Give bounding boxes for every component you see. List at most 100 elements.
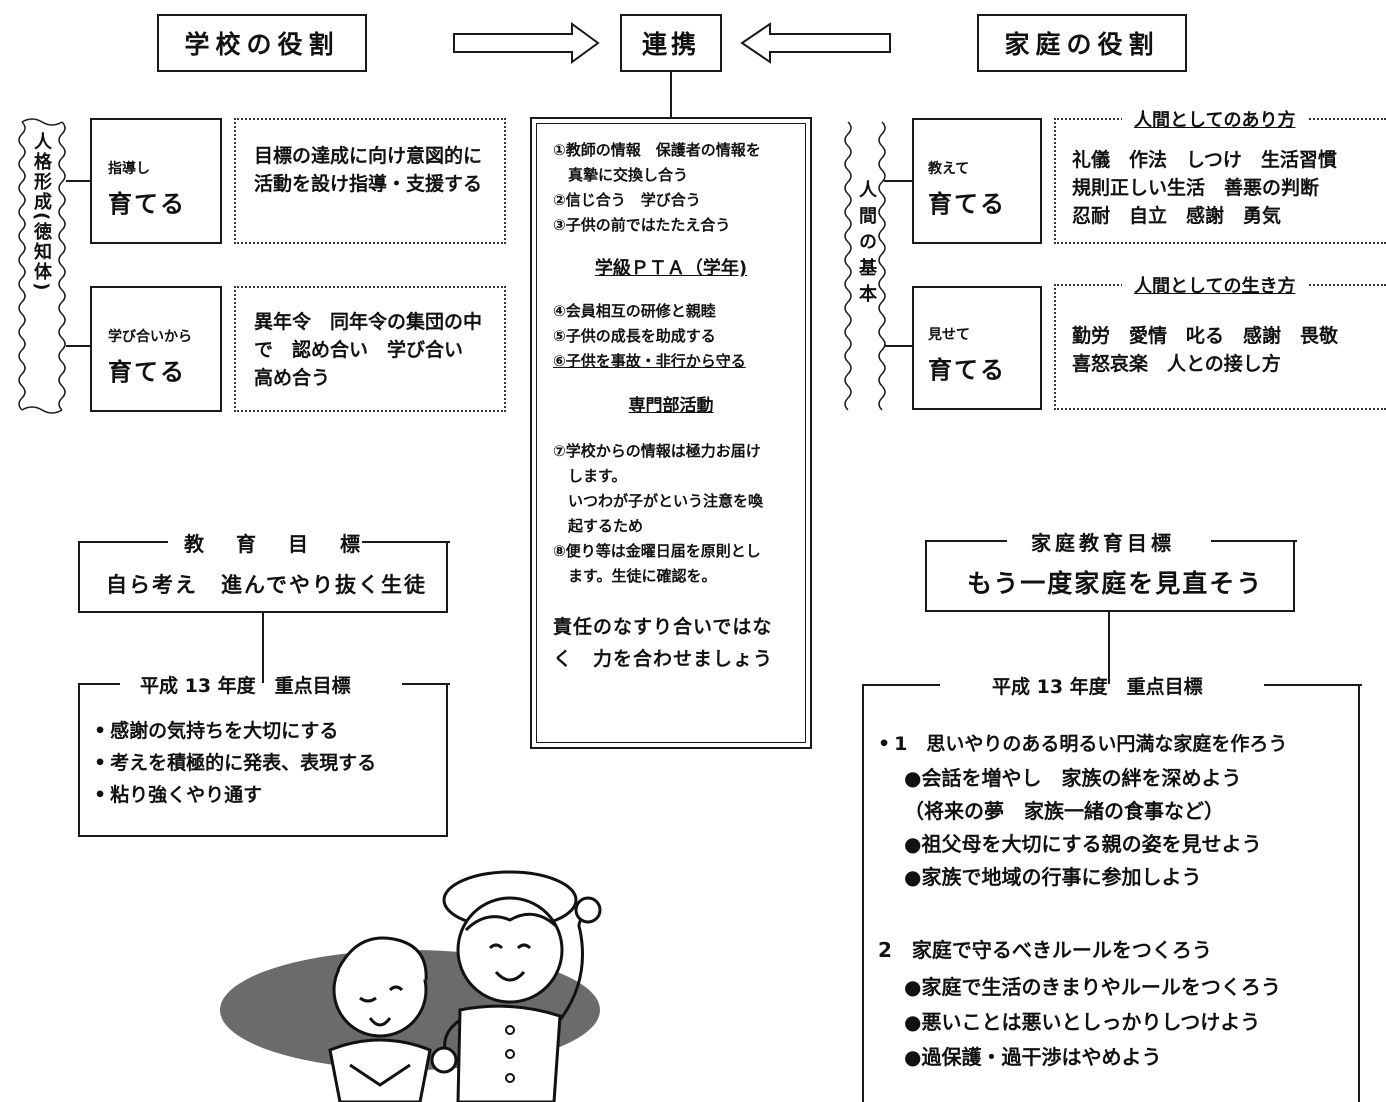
family-row2-line: 喜怒哀楽 人との接し方 [1072,353,1281,375]
wavy-bracket-right [844,121,886,411]
pta-heading: 学級ＰＴＡ（学年) [594,258,748,279]
border-segment [927,540,1007,542]
school-priority-item: 考えを積極的に発表、表現する [94,747,376,779]
family-row1-lines: 礼儀 作法 しつけ 生活習慣 規則正しい生活 善悪の判断 忍耐 自立 感謝 勇気 [1072,146,1337,230]
family-priority-items1: ●会話を増やし 家族の絆を深めよう （将来の夢 家族一緒の食事など） ●祖父母を… [904,762,1262,894]
center-outer-box [530,117,812,749]
family-row2-desc: 人間としての生き方 勤労 愛情 叱る 感謝 畏敬 喜怒哀楽 人との接し方 [1054,272,1386,410]
center-closing: 責任のなすり合いではな く 力を合わせましょう [553,611,799,675]
family-priority-items2: ●家庭で生活のきまりやルールをつくろう ●悪いことは悪いとしっかりしつけよう ●… [904,970,1281,1075]
family-priority-item: ●祖父母を大切にする親の姿を見せよう [904,832,1262,856]
right-arrow-icon [453,22,600,64]
family-row1-big: 育てる [928,190,1006,218]
family-role-box: 家庭の役割 [977,14,1187,72]
center-line: ⑥子供を事故・非行から守る [553,352,746,370]
center-line: ④会員相互の研修と親睦 [553,302,716,320]
school-priority-box: 平成 13 年度 重点目標 感謝の気持ちを大切にする 考えを積極的に発表、表現す… [78,675,450,837]
family-row2-small: 見せて [928,327,970,343]
family-row2-legend: 人間としての生き方 [1122,272,1308,298]
school-row1-big: 育てる [108,190,186,218]
family-priority-item: ●会話を増やし 家族の絆を深めよう [904,766,1242,790]
school-role-title: 学校の役割 [184,30,340,59]
family-row1-line: 礼儀 作法 しつけ 生活習慣 [1072,149,1337,171]
family-priority-list: 1 思いやりのある明るい円満な家庭を作ろう [878,728,1287,760]
school-row2-big: 育てる [108,358,186,386]
family-row1-box: 教えて 育てる [912,118,1042,244]
edu-goal-text: 自ら考え 進んでやり抜く生徒 [106,573,427,597]
center-line: ⑤子供の成長を助成する [553,327,716,345]
center-line: ます。生徒に確認を。 [553,567,717,585]
family-priority-box: 平成 13 年度 重点目標 1 思いやりのある明るい円満な家庭を作ろう ●会話を… [862,676,1362,1102]
cooperation-box: 連携 [620,14,722,72]
center-line: 真摯に交換し合う [553,166,689,184]
edu-goal-legend: 教 育 目 標 [184,532,366,556]
border-segment [1211,540,1297,542]
border-segment [362,541,450,543]
center-closing-line: く 力を合わせましょう [553,648,774,670]
school-row2-box: 学び合いから 育てる [90,286,222,412]
border-segment [402,683,450,685]
family-goal-text: もう一度家庭を見直そう [967,569,1264,598]
center-items-b: ④会員相互の研修と親睦 ⑤子供の成長を助成する ⑥子供を事故・非行から守る [553,299,799,374]
connector-line [1108,612,1110,684]
school-row1-small: 指導し [108,161,150,177]
center-closing-line: 責任のなすり合いではな [553,616,773,638]
connector-line [262,613,264,683]
school-row1-desc: 目標の達成に向け意図的に活動を設け指導・支援する [234,118,506,244]
school-row1-box: 指導し 育てる [90,118,222,244]
connector-line [66,180,90,182]
border-segment [80,541,168,543]
family-row2-box: 見せて 育てる [912,286,1042,410]
family-priority-item: （将来の夢 家族一緒の食事など） [904,799,1224,823]
family-row2-line: 勤労 愛情 叱る 感謝 畏敬 [1072,325,1339,347]
family-row1-line: 忍耐 自立 感謝 勇気 [1072,205,1282,227]
family-role-title: 家庭の役割 [1004,30,1160,59]
family-priority-section: 1 思いやりのある明るい円満な家庭を作ろう [878,728,1287,760]
center-line: いつわが子がという注意を喚 [553,492,764,510]
senmon-heading: 専門部活動 [628,396,714,416]
connector-line [670,72,672,118]
family-priority-section: 2 家庭で守るべきルールをつくろう [878,938,1212,962]
school-row2-small: 学び合いから [108,329,192,345]
center-line: ①教師の情報 保護者の情報を [553,141,761,159]
family-row2-big: 育てる [928,356,1006,384]
connector-line [66,345,90,347]
border-segment [864,684,940,686]
students-illustration [220,870,602,1102]
school-row1-desc-text: 目標の達成に向け意図的に活動を設け指導・支援する [254,145,483,195]
edu-goal-box: 教 育 目 標 自ら考え 進んでやり抜く生徒 [78,532,450,613]
family-priority-item: ●過保護・過干渉はやめよう [904,1045,1162,1069]
family-priority-legend: 平成 13 年度 重点目標 [992,676,1203,698]
center-line: ⑦学校からの情報は極力お届け [553,442,761,460]
family-goal-box: 家庭教育目標 もう一度家庭を見直そう [925,531,1297,612]
family-row1-legend: 人間としてのあり方 [1122,106,1308,132]
border-segment [1264,684,1362,686]
school-priority-item: 粘り強くやり通す [94,779,376,811]
school-priority-legend: 平成 13 年度 重点目標 [140,675,351,697]
wavy-bracket-left [18,118,66,414]
school-role-box: 学校の役割 [157,14,367,72]
center-items-a: ①教師の情報 保護者の情報を 真摯に交換し合う ②信じ合う 学び合う ③子供の前… [553,138,799,238]
center-line: 起するため [553,517,644,535]
family-priority-item: ●家庭で生活のきまりやルールをつくろう [904,975,1281,999]
family-goal-legend: 家庭教育目標 [1031,531,1175,555]
family-row2-lines: 勤労 愛情 叱る 感謝 畏敬 喜怒哀楽 人との接し方 [1072,322,1338,378]
family-priority-item: ●悪いことは悪いとしっかりしつけよう [904,1010,1261,1034]
family-row1-line: 規則正しい生活 善悪の判断 [1072,177,1320,199]
center-line: ⑧便り等は金曜日届を原則とし [553,542,761,560]
cooperation-title: 連携 [641,30,700,59]
family-row1-small: 教えて [928,161,970,177]
school-row2-desc-text: 異年令 同年令の集団の中で 認め合い 学び合い 高め合う [254,311,483,389]
school-priority-list: 感謝の気持ちを大切にする 考えを積極的に発表、表現する 粘り強くやり通す [94,715,376,811]
connector-line [884,345,912,347]
center-line: ②信じ合う 学び合う [553,191,701,209]
school-row2-desc: 異年令 同年令の集団の中で 認め合い 学び合い 高め合う [234,286,506,412]
center-line: します。 [553,467,627,485]
left-arrow-icon [740,22,891,64]
border-segment [80,683,120,685]
school-priority-item: 感謝の気持ちを大切にする [94,715,376,747]
center-items-c: ⑦学校からの情報は極力お届け します。 いつわが子がという注意を喚 起するため … [553,439,799,589]
family-side-label: 人間の基本 [856,180,877,310]
school-side-label: 人格形成(徳知体) [31,132,52,293]
connector-line [884,180,912,182]
